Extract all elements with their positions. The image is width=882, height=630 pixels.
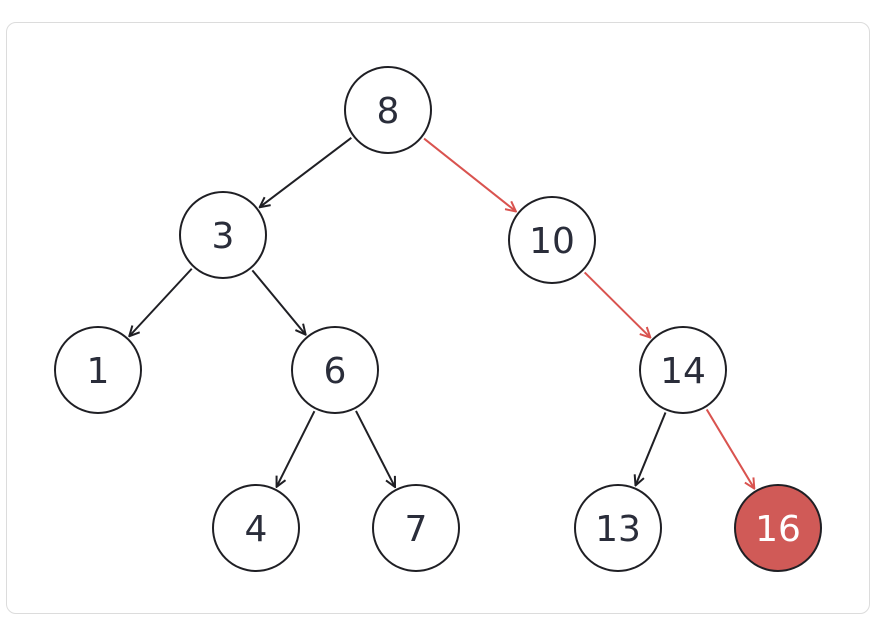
edge-3-to-6 [251,269,305,334]
edge-10-to-14-highlighted [583,271,651,337]
tree-node-13: 13 [574,484,662,572]
node-label: 7 [405,509,428,550]
node-label: 3 [212,216,235,257]
edge-14-to-13 [636,412,667,486]
node-label: 10 [529,221,575,262]
node-label: 4 [245,509,268,550]
node-circle [734,484,822,572]
node-circle [179,191,267,279]
node-circle [54,326,142,414]
edge-8-to-10-highlighted [423,137,516,212]
edge-14-to-16-highlighted [705,408,755,488]
node-label: 14 [660,351,706,392]
node-label: 6 [324,351,347,392]
edge-6-to-4 [277,410,316,487]
node-circle [344,66,432,154]
tree-node-8: 8 [344,66,432,154]
edge-8-to-3 [260,136,352,207]
node-label: 13 [595,509,641,550]
node-circle [212,484,300,572]
tree-node-3: 3 [179,191,267,279]
tree-node-16-highlighted: 16 [734,484,822,572]
tree-node-6: 6 [291,326,379,414]
tree-node-4: 4 [212,484,300,572]
node-label: 1 [87,351,110,392]
tree-node-10: 10 [508,196,596,284]
node-circle [291,326,379,414]
tree-node-14: 14 [639,326,727,414]
edge-6-to-7 [355,410,395,487]
node-label: 16 [755,509,801,550]
node-circle [372,484,460,572]
node-circle [508,196,596,284]
node-circle [574,484,662,572]
tree-node-1: 1 [54,326,142,414]
node-circle [639,326,727,414]
tree-node-7: 7 [372,484,460,572]
node-label: 8 [377,91,400,132]
edge-3-to-1 [129,268,193,336]
edges-layer [129,136,755,489]
